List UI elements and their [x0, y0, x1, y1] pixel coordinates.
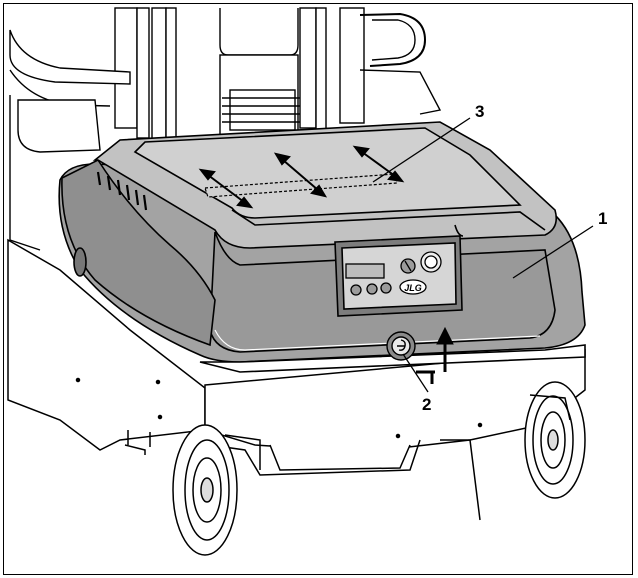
left-wheel [172, 424, 261, 556]
mast-structure [9, 7, 442, 251]
top-slot [204, 173, 398, 198]
lcd-display [345, 263, 385, 279]
leader-lines [372, 117, 594, 393]
chassis [7, 238, 586, 521]
panel-button-1 [350, 284, 362, 296]
callout-1: 1 [598, 209, 607, 228]
brand-logo [399, 279, 427, 295]
panel-button-2 [366, 283, 378, 295]
panel-button-3 [380, 282, 392, 294]
right-wheel [524, 381, 586, 499]
figure-frame [3, 3, 633, 575]
cover-lock [386, 331, 416, 361]
callout-2: 2 [422, 395, 431, 414]
base-cover [58, 121, 586, 373]
brand-logo-text: JLG [404, 283, 422, 293]
removal-arrows [198, 145, 405, 209]
lift-arrows [416, 326, 454, 384]
callout-3: 3 [475, 102, 484, 121]
control-panel [345, 251, 442, 296]
